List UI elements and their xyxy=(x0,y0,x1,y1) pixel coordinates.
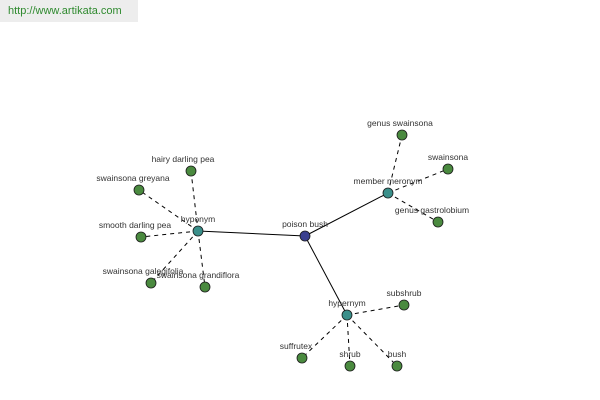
node-label-hyponym[interactable]: hyponym xyxy=(181,214,216,224)
node-gastrolobium[interactable]: genus gastrolobium xyxy=(395,205,469,228)
node-label-hypernym[interactable]: hypernym xyxy=(328,298,365,308)
edge-meronym-swainsona xyxy=(387,168,449,194)
node-label-meronym[interactable]: member meronym xyxy=(354,176,423,186)
node-label-hairy[interactable]: hairy darling pea xyxy=(152,154,215,164)
node-circle-shrub[interactable] xyxy=(344,360,356,372)
node-label-suffrutex[interactable]: suffrutex xyxy=(280,341,313,351)
edges-layer xyxy=(138,134,449,367)
node-bush[interactable]: bush xyxy=(388,349,407,372)
node-label-center[interactable]: poison bush xyxy=(282,219,328,229)
node-circle-gastrolobium[interactable] xyxy=(432,216,444,228)
node-greyana[interactable]: swainsona greyana xyxy=(96,173,170,196)
node-circle-galegifolia[interactable] xyxy=(145,277,157,289)
node-meronym[interactable]: member meronym xyxy=(354,176,423,199)
node-circle-swainsona[interactable] xyxy=(442,163,454,175)
node-smooth[interactable]: smooth darling pea xyxy=(99,220,172,243)
node-label-genus_sw[interactable]: genus swainsona xyxy=(367,118,433,128)
edge-hypernym-bush xyxy=(346,314,398,367)
edge-hypernym-subshrub xyxy=(346,304,405,316)
node-suffrutex[interactable]: suffrutex xyxy=(280,341,313,364)
node-circle-suffrutex[interactable] xyxy=(296,352,308,364)
node-label-gastrolobium[interactable]: genus gastrolobium xyxy=(395,205,469,215)
node-subshrub[interactable]: subshrub xyxy=(387,288,422,311)
edge-hypernym-shrub xyxy=(346,314,351,367)
node-label-galegifolia[interactable]: swainsona galegifolia xyxy=(103,266,184,276)
node-hyponym[interactable]: hyponym xyxy=(181,214,216,237)
node-hairy[interactable]: hairy darling pea xyxy=(152,154,215,177)
site-url-watermark[interactable]: http://www.artikata.com xyxy=(0,0,138,22)
node-label-swainsona[interactable]: swainsona xyxy=(428,152,468,162)
edge-hyponym-greyana xyxy=(138,189,199,232)
edge-center-hypernym xyxy=(304,235,348,316)
node-label-subshrub[interactable]: subshrub xyxy=(387,288,422,298)
edge-hyponym-grandiflora xyxy=(197,230,206,288)
node-genus_sw[interactable]: genus swainsona xyxy=(367,118,433,141)
node-swainsona[interactable]: swainsona xyxy=(428,152,468,175)
nodes-layer: poison bush hyponym member meronym hypernym… xyxy=(96,118,469,372)
edge-meronym-genus_sw xyxy=(387,134,403,194)
node-label-shrub[interactable]: shrub xyxy=(339,349,361,359)
node-grandiflora[interactable]: swainsona grandiflora xyxy=(157,270,240,293)
edge-hyponym-smooth xyxy=(140,230,199,238)
node-circle-greyana[interactable] xyxy=(133,184,145,196)
node-circle-hairy[interactable] xyxy=(185,165,197,177)
node-hypernym[interactable]: hypernym xyxy=(328,298,366,321)
node-label-smooth[interactable]: smooth darling pea xyxy=(99,220,172,230)
node-circle-center[interactable] xyxy=(299,230,311,242)
node-galegifolia[interactable]: swainsona galegifolia xyxy=(103,266,184,289)
node-label-bush[interactable]: bush xyxy=(388,349,407,359)
node-circle-hypernym[interactable] xyxy=(341,309,353,321)
node-circle-meronym[interactable] xyxy=(382,187,394,199)
node-circle-subshrub[interactable] xyxy=(398,299,410,311)
edge-hyponym-hairy xyxy=(190,170,199,232)
node-circle-bush[interactable] xyxy=(391,360,403,372)
edge-center-meronym xyxy=(304,192,389,237)
edge-meronym-gastrolobium xyxy=(387,192,439,223)
node-circle-hyponym[interactable] xyxy=(192,225,204,237)
node-label-grandiflora[interactable]: swainsona grandiflora xyxy=(157,270,240,280)
node-circle-genus_sw[interactable] xyxy=(396,129,408,141)
node-circle-smooth[interactable] xyxy=(135,231,147,243)
edge-hypernym-suffrutex xyxy=(301,314,348,359)
node-label-greyana[interactable]: swainsona greyana xyxy=(96,173,170,183)
node-circle-grandiflora[interactable] xyxy=(199,281,211,293)
node-center[interactable]: poison bush xyxy=(282,219,328,242)
node-shrub[interactable]: shrub xyxy=(339,349,361,372)
edge-hyponym-galegifolia xyxy=(150,230,199,284)
edge-center-hyponym xyxy=(197,230,306,237)
